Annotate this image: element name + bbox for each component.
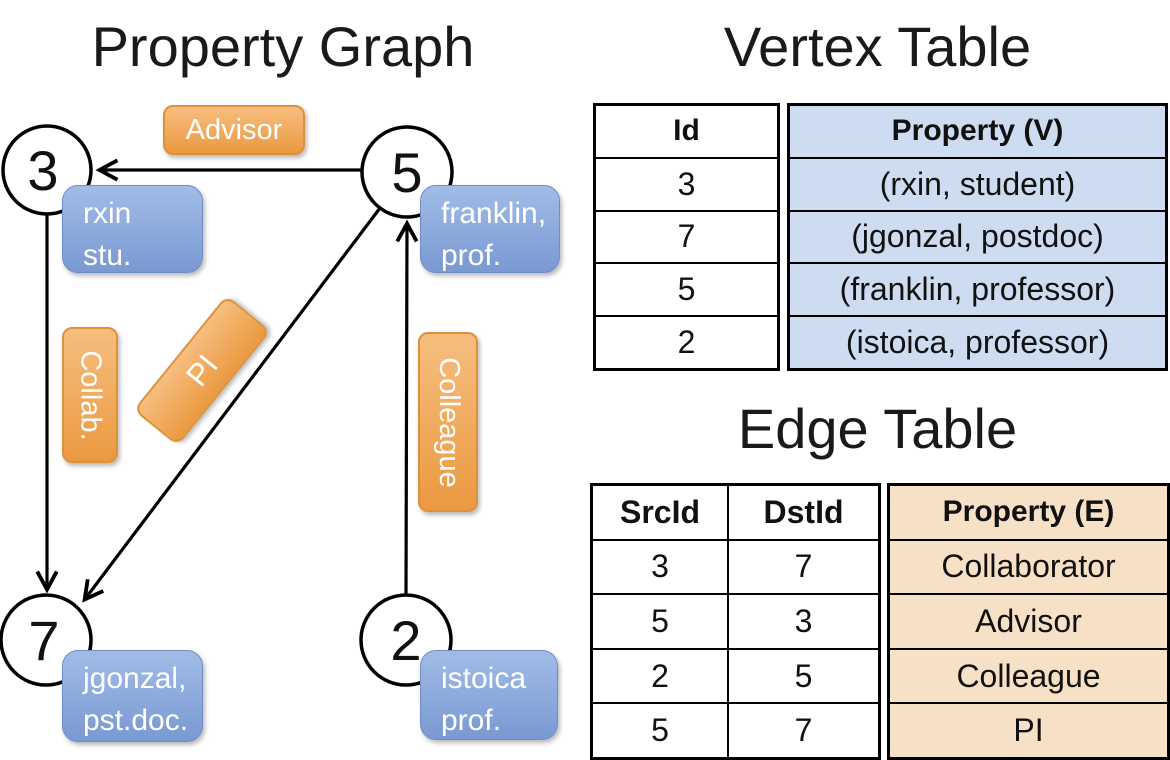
- vertex-table-id-cell: 3: [596, 156, 777, 210]
- edge-label-pi-text: PI: [178, 347, 225, 393]
- edge-table-row: 5 7: [593, 702, 878, 757]
- property-graph-title: Property Graph: [91, 15, 475, 78]
- edge-table-row: 2 5: [593, 647, 878, 703]
- edge-table-src-cell: 5: [651, 712, 669, 749]
- edge-table-title: Edge Table: [737, 397, 1018, 460]
- vertex-table-property-cell: (istoica, professor): [790, 315, 1165, 368]
- vertex-table-id-cell: 5: [596, 262, 777, 315]
- vertex-table-property-cell: (rxin, student): [790, 156, 1165, 210]
- vertex-table-property-column: Property (V) (rxin, student) (jgonzal, p…: [787, 103, 1168, 371]
- vertex-property-2-line2: prof.: [441, 704, 502, 737]
- edge-colleague-2-to-5: [395, 219, 419, 596]
- vertex-property-3-line1: rxin: [83, 197, 132, 230]
- edge-table-property-cell: Advisor: [890, 593, 1167, 648]
- edge-table-dst-cell: 7: [727, 704, 878, 757]
- vertex-id-3: 3: [27, 139, 58, 202]
- vertex-property-7-line1: jgonzal,: [83, 662, 187, 695]
- vertex-table-id-cell: 7: [596, 209, 777, 263]
- edge-table-srcdst-column: SrcId DstId 3 7 5 3 2 5 5 7: [590, 483, 881, 760]
- edge-table-property-cell: PI: [890, 702, 1167, 757]
- edge-table: SrcId DstId 3 7 5 3 2 5 5 7 Property (E): [590, 483, 1170, 760]
- edge-table-property-header: Property (E): [942, 495, 1115, 529]
- vertex-id-5: 5: [391, 141, 422, 204]
- vertex-property-7-line2: pst.doc.: [83, 704, 189, 737]
- edge-table-row: 5 3: [593, 593, 878, 648]
- vertex-table-property-cell: (jgonzal, postdoc): [790, 209, 1165, 263]
- edge-pi-5-to-7: [82, 207, 382, 603]
- vertex-table-title: Vertex Table: [723, 15, 1032, 78]
- vertex-property-box-5: franklin, prof.: [420, 185, 560, 273]
- vertex-id-2: 2: [390, 609, 421, 672]
- edge-table-property-cell: Colleague: [890, 647, 1167, 703]
- vertex-table-id-header: Id: [673, 114, 700, 148]
- edge-table-dst-cell: 7: [727, 540, 878, 594]
- vertex-property-3-line2: stu.: [83, 239, 132, 272]
- edge-table-src-cell: 5: [651, 602, 669, 639]
- vertex-property-box-7: jgonzal, pst.doc.: [62, 650, 203, 742]
- vertex-table-id-column: Id 3 7 5 2: [593, 103, 780, 371]
- edge-table-dst-cell: 5: [727, 649, 878, 703]
- vertex-table-property-header: Property (V): [891, 114, 1064, 148]
- edge-table-row: 3 7: [593, 538, 878, 594]
- edge-label-collab: Collab.: [62, 327, 118, 463]
- edge-table-property-cell: Collaborator: [890, 538, 1167, 594]
- edge-label-advisor-text: Advisor: [185, 113, 283, 146]
- edge-table-property-column: Property (E) Collaborator Advisor Collea…: [887, 483, 1170, 760]
- edge-table-dst-header: DstId: [727, 486, 878, 539]
- vertex-property-2-line1: istoica: [441, 662, 527, 695]
- vertex-table-property-cell: (franklin, professor): [790, 262, 1165, 315]
- edge-table-src-cell: 2: [651, 657, 669, 694]
- edge-table-dst-cell: 3: [727, 595, 878, 648]
- vertex-id-7: 7: [28, 609, 59, 672]
- vertex-table-column-gap: [780, 103, 787, 371]
- vertex-table-id-cell: 2: [596, 315, 777, 368]
- vertex-table: Id 3 7 5 2 Property (V) (rxin, student) …: [593, 103, 1168, 371]
- vertex-property-5-line1: franklin,: [441, 197, 547, 230]
- vertex-property-5-line2: prof.: [441, 239, 502, 272]
- edge-table-header-row: SrcId DstId: [593, 486, 878, 539]
- edge-table-src-header: SrcId: [620, 493, 701, 530]
- edge-label-colleague: Colleague: [418, 332, 478, 512]
- vertex-property-box-3: rxin stu.: [62, 185, 203, 273]
- edge-label-colleague-text: Colleague: [432, 356, 465, 488]
- edge-label-advisor: Advisor: [163, 105, 305, 155]
- vertex-property-box-2: istoica prof.: [420, 650, 558, 740]
- edge-table-src-cell: 3: [651, 548, 669, 585]
- edge-label-collab-text: Collab.: [74, 349, 107, 441]
